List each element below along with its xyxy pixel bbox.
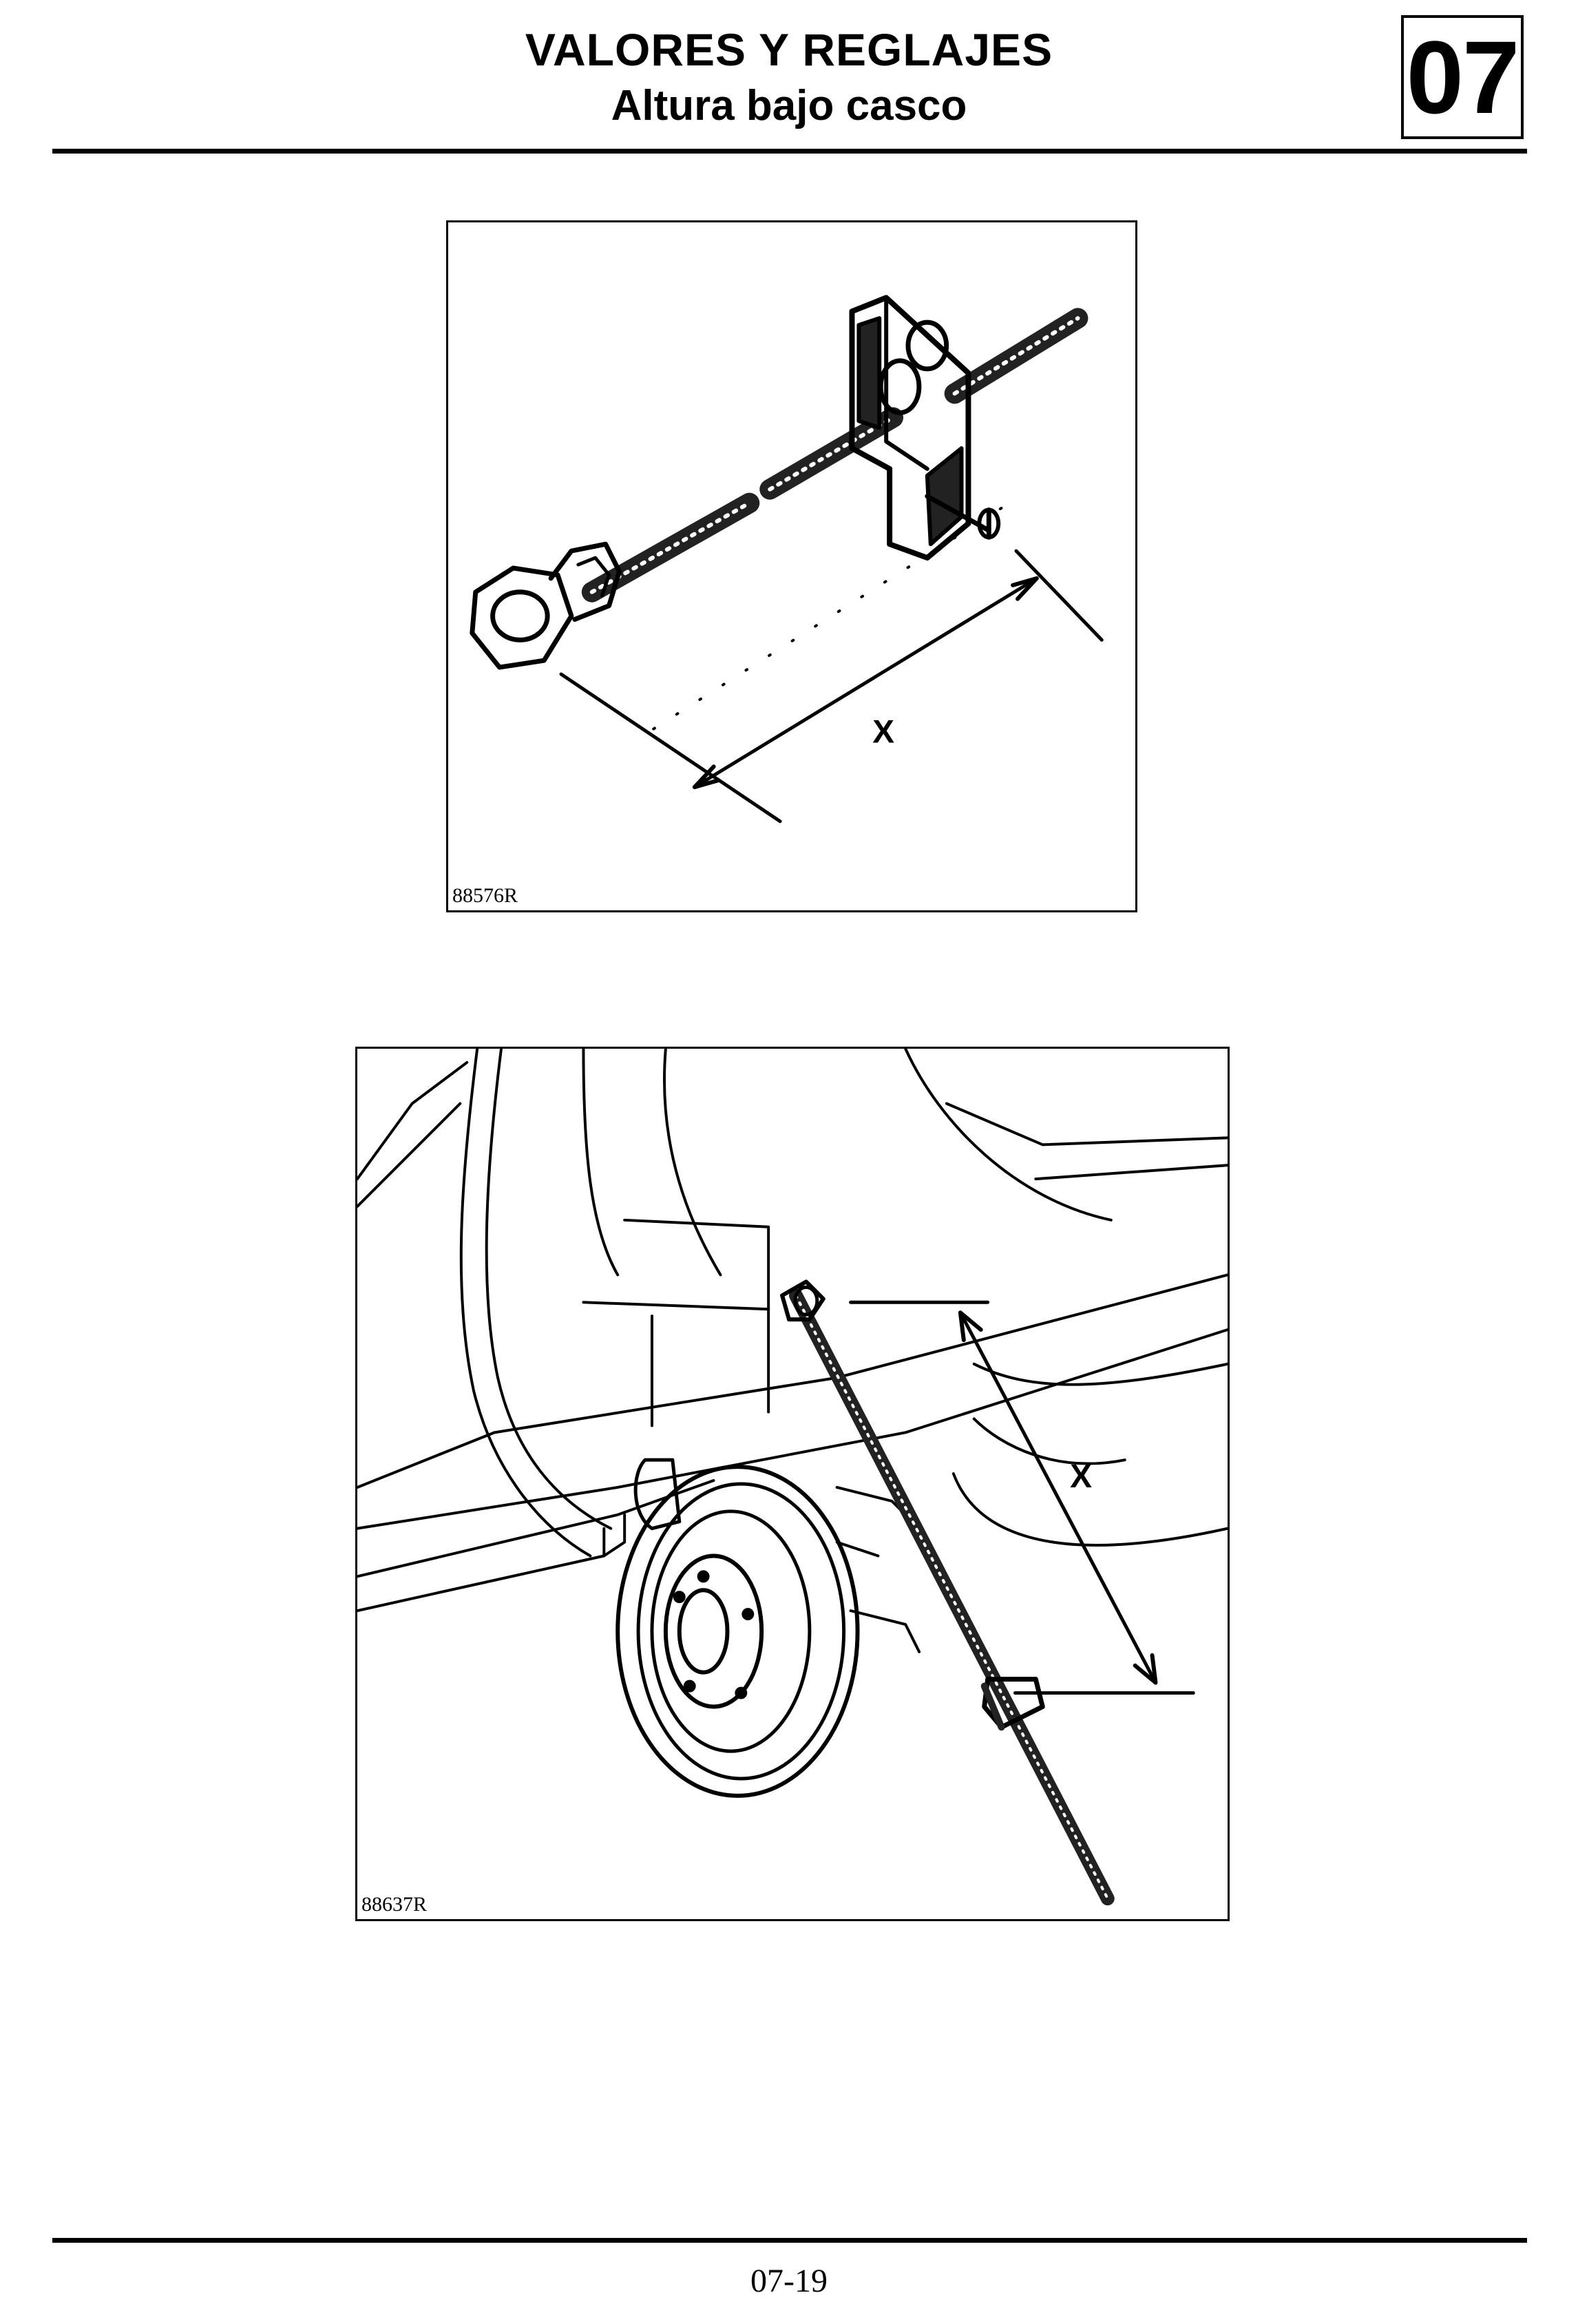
- figure-underbody: X 88637R: [355, 1047, 1230, 1921]
- underbody-illustration: X: [357, 1049, 1228, 1906]
- chapter-number: 07: [1406, 19, 1520, 135]
- header-rule: [52, 149, 1527, 154]
- figure-reference: 88637R: [361, 1893, 428, 1916]
- eye-end: [470, 541, 622, 670]
- figure-tool: X 88576R: [446, 220, 1137, 912]
- dimension-label-x: X: [872, 713, 894, 750]
- threaded-rod: [581, 308, 1088, 603]
- dimension-lines: [559, 549, 1104, 824]
- page-title: VALORES Y REGLAJES: [525, 24, 1053, 75]
- measuring-tool: [780, 1279, 1115, 1906]
- body-panels: [357, 1049, 1228, 1613]
- page-number: 07-19: [750, 2263, 828, 2299]
- page-subtitle: Altura bajo casco: [611, 82, 967, 129]
- brake-drum: [616, 1458, 921, 1798]
- bracket: [849, 295, 1001, 561]
- figure-reference: 88576R: [452, 884, 518, 907]
- dimension-lines: [849, 1300, 1195, 1695]
- chapter-badge: 07: [1401, 15, 1524, 139]
- dimension-label-x: X: [1070, 1458, 1092, 1495]
- footer-rule: [52, 2238, 1527, 2243]
- tool-illustration: X: [470, 295, 1104, 824]
